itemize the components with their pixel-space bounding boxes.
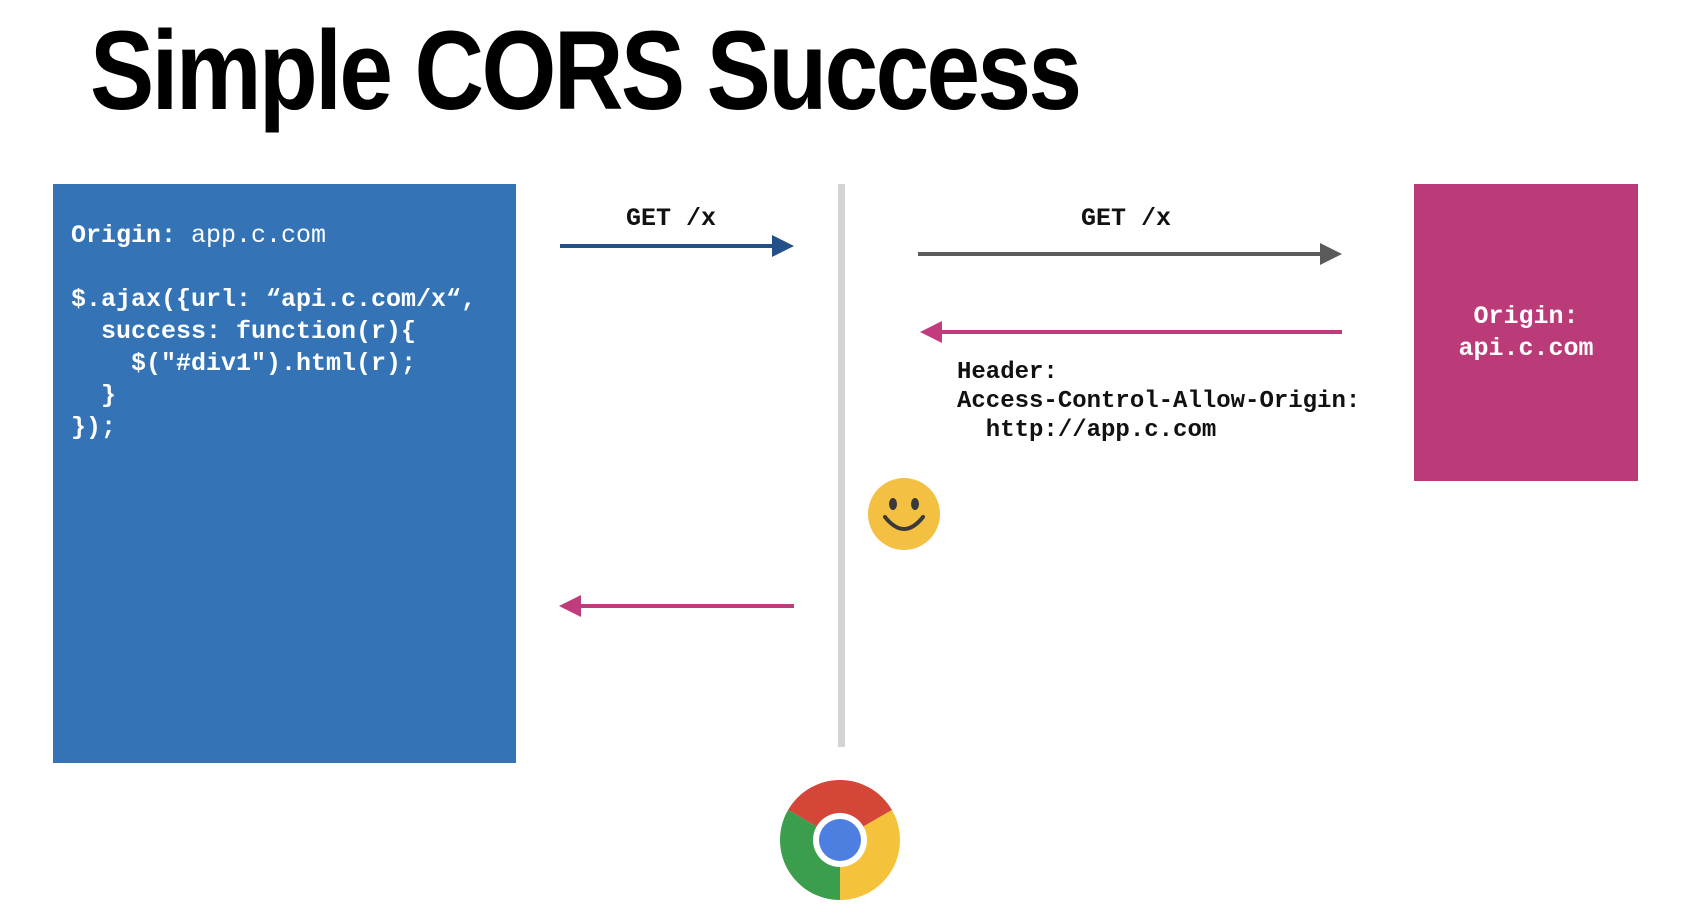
server-origin-label: Origin:	[1473, 301, 1579, 331]
client-app-box: Origin: app.c.com $.ajax({url: “api.c.co…	[53, 184, 516, 763]
smiley-face-icon	[868, 478, 940, 550]
client-origin-label: Origin:	[71, 221, 177, 250]
client-origin-value: app.c.com	[176, 221, 327, 250]
request-arrow-client-to-browser	[560, 235, 794, 257]
chrome-icon	[780, 780, 900, 900]
server-origin-value: api.c.com	[1458, 333, 1594, 363]
request-label-right: GET /x	[1081, 204, 1172, 233]
header-line: http://app.c.com	[957, 417, 1217, 444]
code-line: }	[71, 381, 117, 410]
code-line: });	[71, 413, 117, 442]
code-line: $("#div1").html(r);	[71, 349, 417, 378]
code-line: $.ajax({url: “api.c.com/x“,	[71, 285, 477, 314]
response-arrow-browser-to-client	[559, 595, 794, 617]
response-header-text: Header: Access-Control-Allow-Origin: htt…	[957, 358, 1360, 445]
client-code-block: Origin: app.c.com $.ajax({url: “api.c.co…	[71, 220, 476, 444]
code-line: success: function(r){	[71, 317, 417, 346]
request-label-left: GET /x	[626, 204, 717, 233]
browser-boundary-divider	[838, 184, 845, 747]
response-arrow-server-to-browser	[920, 321, 1342, 343]
request-arrow-browser-to-server	[918, 243, 1342, 265]
server-api-box: Origin: api.c.com	[1414, 184, 1638, 481]
header-line: Header:	[957, 359, 1058, 386]
page-title: Simple CORS Success	[90, 8, 1082, 133]
header-line: Access-Control-Allow-Origin:	[957, 388, 1361, 415]
